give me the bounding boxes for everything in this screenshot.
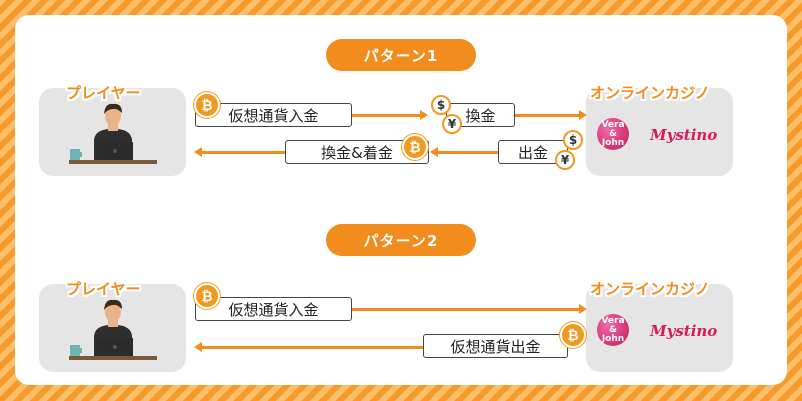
dollar-icon: $ [431, 95, 451, 115]
yen-icon: ¥ [442, 114, 462, 134]
player-at-laptop-icon [69, 299, 157, 360]
casino-box-1: Vera & John Mystino [586, 88, 733, 176]
bitcoin-icon: ₿ [194, 92, 220, 118]
player-label-1: プレイヤー [66, 84, 141, 102]
player-label-2: プレイヤー [66, 280, 141, 298]
arrow-deposit-2 [352, 304, 587, 314]
arrow-return-1 [194, 147, 297, 157]
deposit-label-2: 仮想通貨入金 [195, 297, 352, 321]
player-box-2 [39, 284, 186, 372]
bitcoin-icon: ₿ [560, 322, 586, 348]
player-at-laptop-icon [69, 103, 157, 164]
arrow-exchange-1 [515, 110, 587, 120]
player-box-1 [39, 88, 186, 176]
pattern1-title: パターン1 [326, 39, 476, 71]
arrow-withdraw-1 [430, 147, 498, 157]
casino-box-2: Vera & John Mystino [586, 284, 733, 372]
withdraw-label-2: 仮想通貨出金 [423, 334, 568, 358]
arrow-deposit-1 [352, 110, 428, 120]
vera-john-logo: Vera & John [597, 314, 629, 346]
mystino-logo: Mystino [650, 126, 718, 144]
deposit-label-1: 仮想通貨入金 [195, 103, 352, 127]
yen-icon: ¥ [555, 150, 575, 170]
bitcoin-icon: ₿ [402, 134, 428, 160]
casino-label-2: オンラインカジノ [590, 280, 710, 298]
mystino-logo: Mystino [650, 322, 718, 340]
arrow-withdraw-2 [194, 342, 425, 352]
vera-john-logo: Vera & John [597, 118, 629, 150]
bitcoin-icon: ₿ [194, 283, 220, 309]
dollar-icon: $ [563, 130, 583, 150]
pattern2-title: パターン2 [326, 224, 476, 256]
casino-label-1: オンラインカジノ [590, 84, 710, 102]
